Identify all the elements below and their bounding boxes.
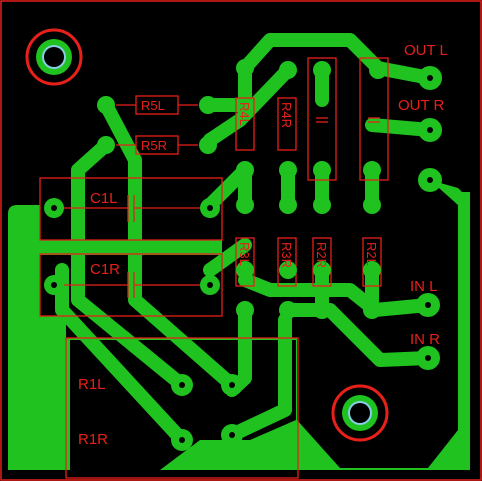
label-in-r: IN R [410, 331, 440, 348]
label-r2l: R2L [364, 242, 379, 266]
silkscreen [39, 57, 389, 479]
label-out-r: OUT R [398, 97, 445, 114]
label-r3l: R3L [237, 242, 252, 266]
label-r2r: R2R [314, 242, 329, 268]
label-r4r: R4R [279, 102, 294, 128]
mounting-hole-top-left [25, 28, 83, 86]
component-pads [44, 59, 442, 451]
ground-pour-right [430, 180, 470, 470]
label-c1r: C1R [90, 261, 120, 278]
label-r5l: R5L [141, 98, 165, 113]
mounting-hole-bottom-right [331, 384, 389, 442]
label-r5r: R5R [141, 138, 167, 153]
label-r3r: R3R [279, 242, 294, 268]
label-c1l: C1L [90, 190, 118, 207]
label-r1r: R1R [78, 431, 108, 448]
label-out-l: OUT L [404, 42, 448, 59]
label-r4l: R4L [237, 102, 252, 126]
label-in-l: IN L [410, 278, 438, 295]
label-r1l: R1L [78, 376, 106, 393]
